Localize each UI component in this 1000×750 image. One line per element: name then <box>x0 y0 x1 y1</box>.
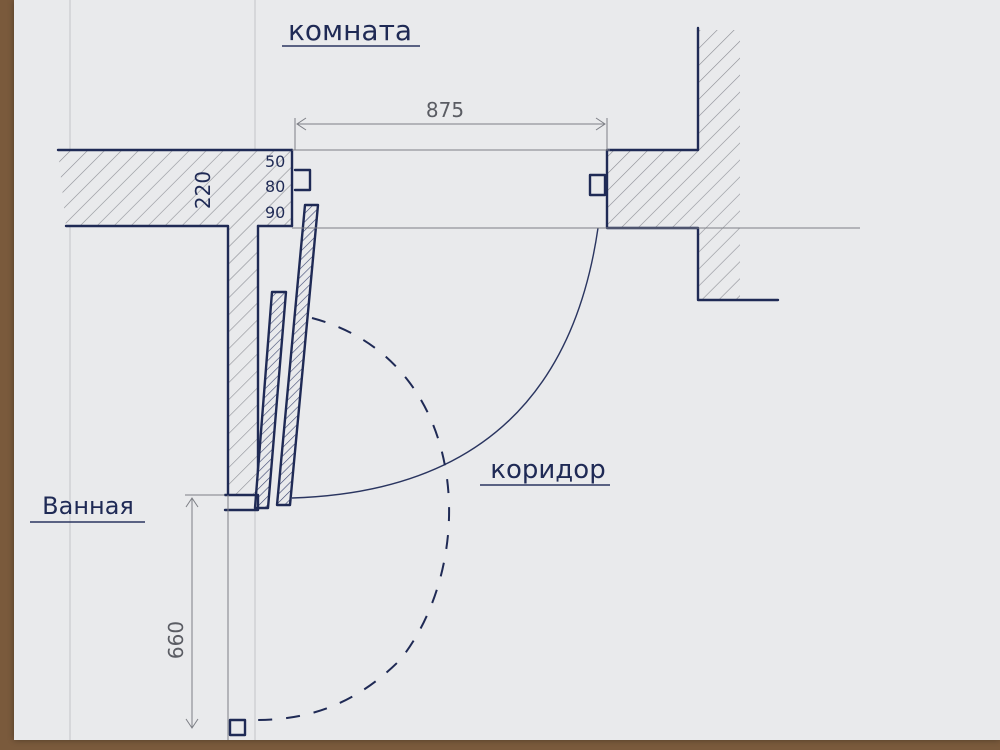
guide-lines <box>292 118 860 229</box>
dimension-90: 90 <box>265 203 285 222</box>
paper-sheet: 875 220 50 80 90 660 комната коридор Ван… <box>14 0 1000 740</box>
label-corridor: коридор <box>490 455 605 485</box>
dimension-50: 50 <box>265 152 285 171</box>
dimension-bathroom: 660 <box>164 494 225 729</box>
door-swing-arc-dashed <box>254 317 451 721</box>
bathroom-jamb <box>223 493 260 740</box>
door-swing-arc <box>291 227 599 499</box>
dimension-opening: 875 <box>296 98 606 131</box>
floor-plan-sketch: 875 220 50 80 90 660 комната коридор Ван… <box>30 0 860 740</box>
right-wall <box>588 26 780 302</box>
door-frame <box>290 148 312 228</box>
door-leaf-main <box>275 203 320 507</box>
dimension-220: 220 <box>191 171 215 209</box>
dimension-660: 660 <box>164 621 188 659</box>
label-room: комната <box>288 14 412 47</box>
door-leaf-inner <box>253 290 288 510</box>
dimension-80: 80 <box>265 177 285 196</box>
label-bathroom: Ванная <box>42 492 134 520</box>
dimension-875: 875 <box>426 98 464 122</box>
left-wall <box>56 148 294 497</box>
